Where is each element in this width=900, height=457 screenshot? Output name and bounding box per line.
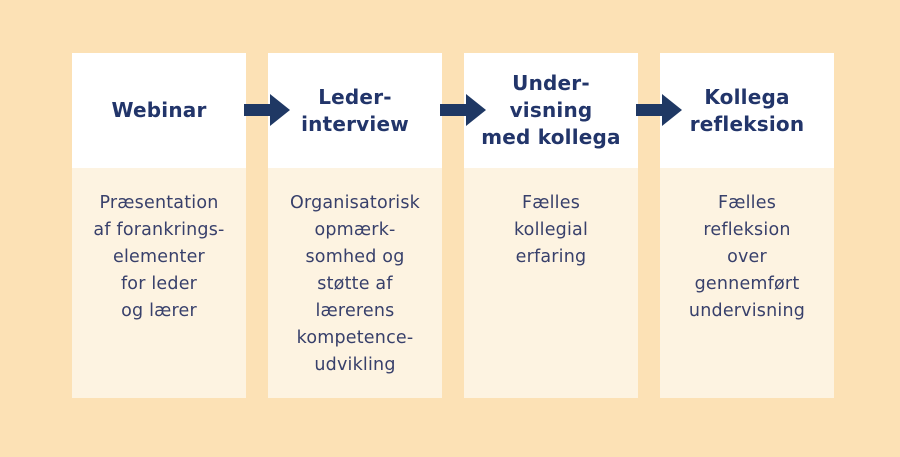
step-header-box: Under- visning med kollega (464, 53, 638, 168)
step-header-box: Kollega refleksion (660, 53, 834, 168)
step-header-box: Webinar (72, 53, 246, 168)
step-description-box: Fælles kollegial erfaring (464, 168, 638, 398)
step-title: Leder- interview (301, 84, 409, 136)
step-description: Fælles kollegial erfaring (513, 193, 589, 267)
step-column-kollega-refleksion: Kollega refleksion Fælles refleksion ove… (660, 53, 834, 398)
step-description-box: Præsentation af forankrings- elementer f… (72, 168, 246, 398)
step-description: Fælles refleksion over gennemført underv… (688, 193, 806, 321)
flow-arrow-icon (244, 94, 290, 126)
step-description-box: Fælles refleksion over gennemført underv… (660, 168, 834, 398)
flow-arrow-icon (440, 94, 486, 126)
step-column-lederinterview: Leder- interview Organisatorisk opmærk- … (268, 53, 442, 398)
step-header-box: Leder- interview (268, 53, 442, 168)
step-title: Kollega refleksion (689, 84, 805, 136)
step-title: Under- visning med kollega (481, 71, 621, 149)
step-column-webinar: Webinar Præsentation af forankrings- ele… (72, 53, 246, 398)
step-description-box: Organisatorisk opmærk- somhed og støtte … (268, 168, 442, 398)
flow-arrow-icon (636, 94, 682, 126)
step-description: Organisatorisk opmærk- somhed og støtte … (290, 193, 420, 375)
step-column-undervisning-med-kollega: Under- visning med kollega Fælles kolleg… (464, 53, 638, 398)
step-description: Præsentation af forankrings- elementer f… (93, 193, 225, 321)
step-title: Webinar (111, 98, 207, 122)
